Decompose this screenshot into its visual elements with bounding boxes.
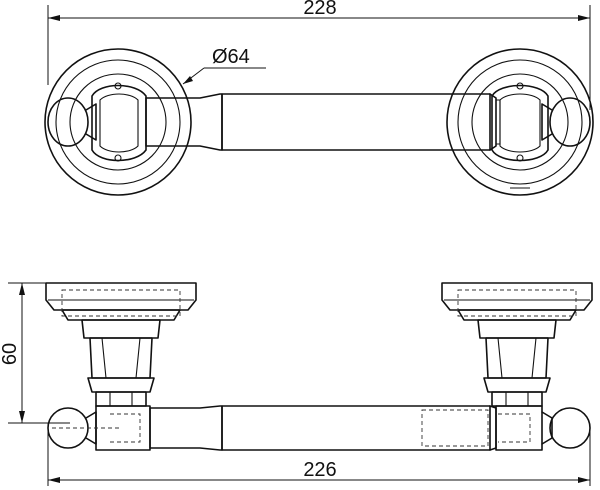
left-mount bbox=[45, 282, 197, 407]
left-rosette bbox=[44, 48, 192, 196]
arrow-226-left bbox=[48, 477, 60, 483]
side-view: 60 bbox=[0, 282, 593, 486]
top-bar bbox=[145, 93, 501, 151]
dimension-label-226: 226 bbox=[303, 459, 336, 481]
arrow-top bbox=[19, 283, 25, 295]
left-end-knob bbox=[47, 97, 97, 147]
top-view: 228 bbox=[44, 0, 594, 196]
dimension-label-228: 228 bbox=[303, 0, 336, 19]
arrow-bottom bbox=[19, 411, 25, 423]
arrow-right bbox=[578, 15, 590, 21]
right-end-knob bbox=[541, 97, 591, 147]
right-mount bbox=[441, 282, 593, 407]
side-bar bbox=[47, 405, 591, 451]
dimension-label-60: 60 bbox=[0, 343, 21, 365]
right-rosette bbox=[446, 48, 594, 196]
dimension-label-diameter: Ø64 bbox=[212, 46, 250, 68]
arrow-left bbox=[48, 15, 60, 21]
arrow-226-right bbox=[578, 477, 590, 483]
diameter-leader: Ø64 bbox=[182, 46, 266, 85]
